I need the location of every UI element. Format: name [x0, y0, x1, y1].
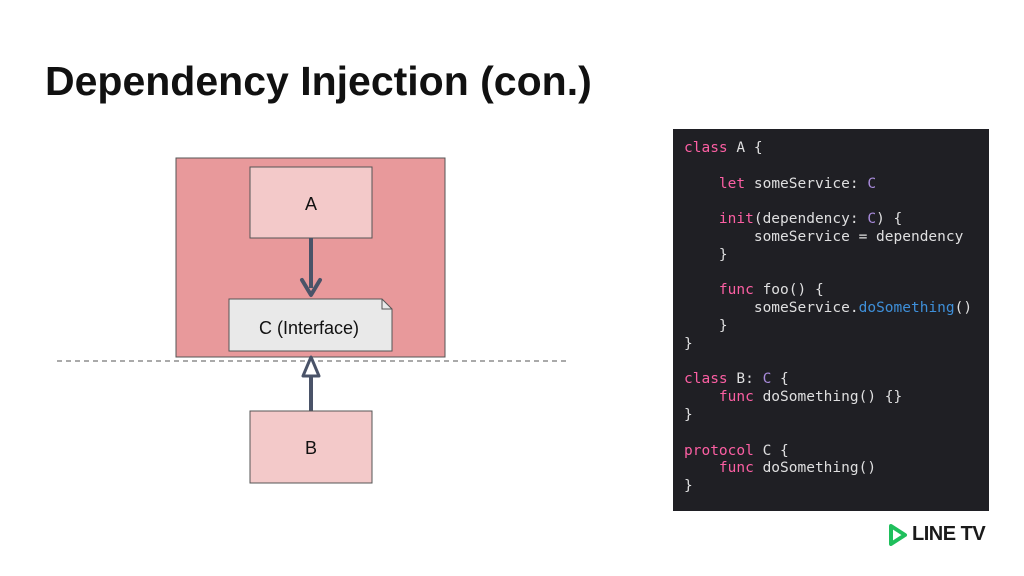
code-token: protocol — [684, 442, 754, 459]
code-line — [684, 193, 972, 211]
code-line: class A { — [684, 140, 972, 158]
code-token: { — [771, 371, 789, 388]
code-token: let — [718, 175, 746, 192]
code-token: C { — [753, 442, 789, 459]
code-token — [684, 176, 719, 192]
line-tv-logo: LINE TV — [888, 523, 986, 546]
code-line — [684, 158, 972, 176]
play-icon — [889, 523, 907, 546]
code-token: someService: — [745, 175, 868, 192]
code-line: } — [684, 336, 972, 354]
dependency-diagram: A C (Interface) B — [57, 157, 567, 484]
code-token: someService. — [684, 300, 859, 317]
class-b-node: B — [249, 410, 373, 484]
code-line: } — [684, 318, 972, 336]
dependency-arrow — [300, 238, 322, 297]
code-token: init — [718, 211, 754, 228]
code-token: C — [867, 175, 877, 192]
code-token: func — [718, 389, 754, 406]
code-token — [684, 389, 719, 405]
code-line — [684, 354, 972, 372]
code-token: C — [867, 211, 877, 228]
code-token: doSomething() {} — [753, 389, 903, 406]
code-line: func doSomething() — [684, 460, 972, 478]
code-token: class — [684, 371, 728, 388]
code-token — [684, 211, 719, 227]
class-a-label: A — [305, 194, 317, 214]
code-panel: class A { let someService: C init(depend… — [673, 129, 989, 511]
slide-title: Dependency Injection (con.) — [45, 58, 592, 104]
code-line: func foo() { — [684, 282, 972, 300]
code-token: } — [684, 317, 728, 334]
code-token: func — [718, 282, 754, 299]
code-token: } — [684, 335, 693, 352]
code-token: (dependency: — [753, 211, 868, 228]
class-b-label: B — [305, 438, 317, 458]
code-token: } — [684, 478, 693, 495]
code-line: someService.doSomething() — [684, 300, 972, 318]
implements-arrow — [301, 355, 321, 411]
code-token: someService = dependency — [684, 228, 964, 245]
class-a-node: A — [249, 166, 373, 239]
code-token: doSomething() — [753, 460, 877, 477]
code-token: A { — [727, 140, 763, 156]
code-token: C — [762, 371, 772, 388]
code-line: class B: C { — [684, 371, 972, 389]
code-token: ) { — [876, 211, 903, 228]
code-line — [684, 265, 972, 283]
code-token: func — [718, 460, 754, 477]
code-line — [684, 425, 972, 443]
code-line: init(dependency: C) { — [684, 211, 972, 229]
code-block: class A { let someService: C init(depend… — [684, 140, 972, 496]
code-line: protocol C { — [684, 443, 972, 461]
code-token: doSomething — [858, 300, 955, 317]
code-token: } — [684, 246, 728, 263]
code-line: someService = dependency — [684, 229, 972, 247]
code-token — [684, 460, 719, 476]
code-token: } — [684, 406, 693, 423]
code-token: () — [954, 300, 973, 317]
code-token: class — [684, 140, 728, 156]
code-line: } — [684, 407, 972, 425]
code-token: foo() { — [753, 282, 824, 299]
interface-c-node: C (Interface) — [228, 298, 393, 352]
code-line: } — [684, 247, 972, 265]
code-token — [684, 282, 719, 298]
code-token: B: — [727, 371, 763, 388]
interface-c-label: C (Interface) — [259, 318, 359, 338]
code-line: func doSomething() {} — [684, 389, 972, 407]
code-line: let someService: C — [684, 176, 972, 194]
code-line: } — [684, 478, 972, 496]
logo-text: LINE TV — [912, 523, 986, 545]
